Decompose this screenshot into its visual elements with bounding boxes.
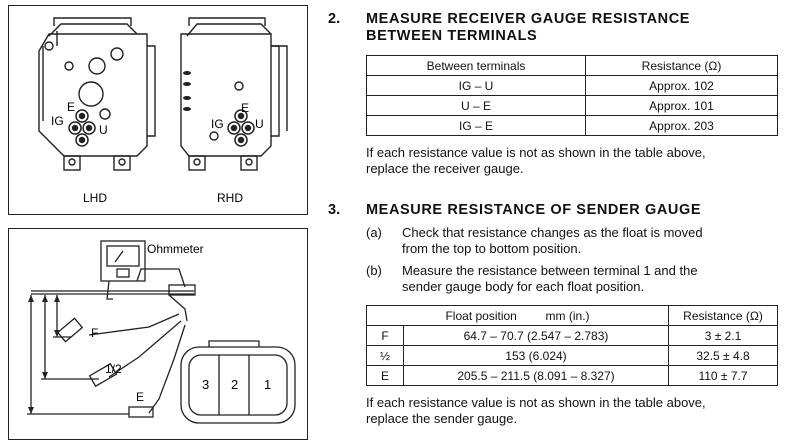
cell-resistance: Approx. 102 xyxy=(585,75,778,96)
header-float-unit: mm (in.) xyxy=(545,308,590,323)
float-label-half: 1/2 xyxy=(105,362,122,376)
header-between-terminals: Between terminals xyxy=(366,55,586,76)
cell-resistance: 32.5 ± 4.8 xyxy=(668,345,778,366)
receiver-note-line1: If each resistance value is not as shown… xyxy=(366,145,706,160)
header-resistance: Resistance (Ω) xyxy=(585,55,778,76)
section-2-title-line1: MEASURE RECEIVER GAUGE RESISTANCE xyxy=(366,11,691,27)
step-a-line2: from the top to bottom position. xyxy=(402,241,582,256)
terminal-1-label: 1 xyxy=(264,377,271,392)
step-a-label: (a) xyxy=(366,225,382,240)
cell-terminals: IG – U xyxy=(366,75,586,96)
section-3-title: MEASURE RESISTANCE OF SENDER GAUGE xyxy=(366,202,702,218)
cell-float-range: 205.5 – 211.5 (8.091 – 8.327) xyxy=(403,365,669,386)
receiver-gauge-figure: IG E U IG E U LHD RHD xyxy=(8,5,308,215)
cell-resistance: Approx. 203 xyxy=(585,115,778,136)
header-float-position: Float position mm (in.) xyxy=(366,305,669,326)
receiver-note-line2: replace the receiver gauge. xyxy=(366,161,524,176)
label-e-lhd: E xyxy=(67,100,75,114)
step-b: (b) Measure the resistance between termi… xyxy=(366,263,788,295)
table-row: IG – E Approx. 203 xyxy=(366,115,778,136)
float-label-f: F xyxy=(91,326,98,340)
table-row: E 205.5 – 211.5 (8.091 – 8.327) 110 ± 7.… xyxy=(366,365,778,386)
cell-float-mark: F xyxy=(366,325,404,346)
section-3-number: 3. xyxy=(328,202,341,218)
section-2-number: 2. xyxy=(328,11,341,27)
cell-float-mark: E xyxy=(366,365,404,386)
table-row: F 64.7 – 70.7 (2.547 – 2.783) 3 ± 2.1 xyxy=(366,325,778,346)
table-row: U – E Approx. 101 xyxy=(366,95,778,116)
ohmmeter-label: Ohmmeter xyxy=(147,242,204,256)
table-row: IG – U Approx. 102 xyxy=(366,75,778,96)
table-row: ½ 153 (6.024) 32.5 ± 4.8 xyxy=(366,345,778,366)
sender-note: If each resistance value is not as shown… xyxy=(366,395,788,427)
sender-resistance-table: Float position mm (in.) Resistance (Ω) F… xyxy=(366,305,778,386)
header-resistance: Resistance (Ω) xyxy=(668,305,778,326)
section-sender-gauge: 3. MEASURE RESISTANCE OF SENDER GAUGE (a… xyxy=(328,202,788,427)
table-header-row: Between terminals Resistance (Ω) xyxy=(366,55,778,76)
cell-resistance: Approx. 101 xyxy=(585,95,778,116)
sender-gauge-drawing: Ohmmeter F 1/2 E 3 2 1 xyxy=(27,240,296,424)
step-a: (a) Check that resistance changes as the… xyxy=(366,225,788,257)
terminal-3-label: 3 xyxy=(202,377,209,392)
caption-lhd: LHD xyxy=(83,191,107,205)
section-2-title-line2: BETWEEN TERMINALS xyxy=(366,28,538,44)
receiver-resistance-table: Between terminals Resistance (Ω) IG – U … xyxy=(366,55,778,136)
section-receiver-gauge: 2. MEASURE RECEIVER GAUGE RESISTANCE BET… xyxy=(328,11,788,177)
table-header-row: Float position mm (in.) Resistance (Ω) xyxy=(366,305,778,326)
terminal-2-label: 2 xyxy=(231,377,238,392)
sender-note-line1: If each resistance value is not as shown… xyxy=(366,395,706,410)
label-u-lhd: U xyxy=(99,123,108,137)
step-b-line1: Measure the resistance between terminal … xyxy=(402,263,698,278)
cell-float-range: 64.7 – 70.7 (2.547 – 2.783) xyxy=(403,325,669,346)
sender-note-line2: replace the sender gauge. xyxy=(366,411,518,426)
receiver-note: If each resistance value is not as shown… xyxy=(366,145,788,177)
receiver-gauge-drawing: IG E U IG E U LHD RHD xyxy=(38,17,288,205)
step-a-line1: Check that resistance changes as the flo… xyxy=(402,225,703,240)
sender-gauge-figure: Ohmmeter F 1/2 E 3 2 1 xyxy=(8,228,308,440)
label-e-rhd: E xyxy=(241,101,249,115)
step-b-label: (b) xyxy=(366,263,382,278)
float-label-e: E xyxy=(136,390,144,404)
label-u-rhd: U xyxy=(255,117,264,131)
caption-rhd: RHD xyxy=(217,191,243,205)
cell-resistance: 3 ± 2.1 xyxy=(668,325,778,346)
label-ig-lhd: IG xyxy=(51,114,64,128)
cell-terminals: U – E xyxy=(366,95,586,116)
cell-float-mark: ½ xyxy=(366,345,404,366)
label-ig-rhd: IG xyxy=(211,117,224,131)
cell-terminals: IG – E xyxy=(366,115,586,136)
cell-float-range: 153 (6.024) xyxy=(403,345,669,366)
cell-resistance: 110 ± 7.7 xyxy=(668,365,778,386)
header-float-label: Float position xyxy=(445,308,517,323)
step-b-line2: sender gauge body for each float positio… xyxy=(402,279,645,294)
